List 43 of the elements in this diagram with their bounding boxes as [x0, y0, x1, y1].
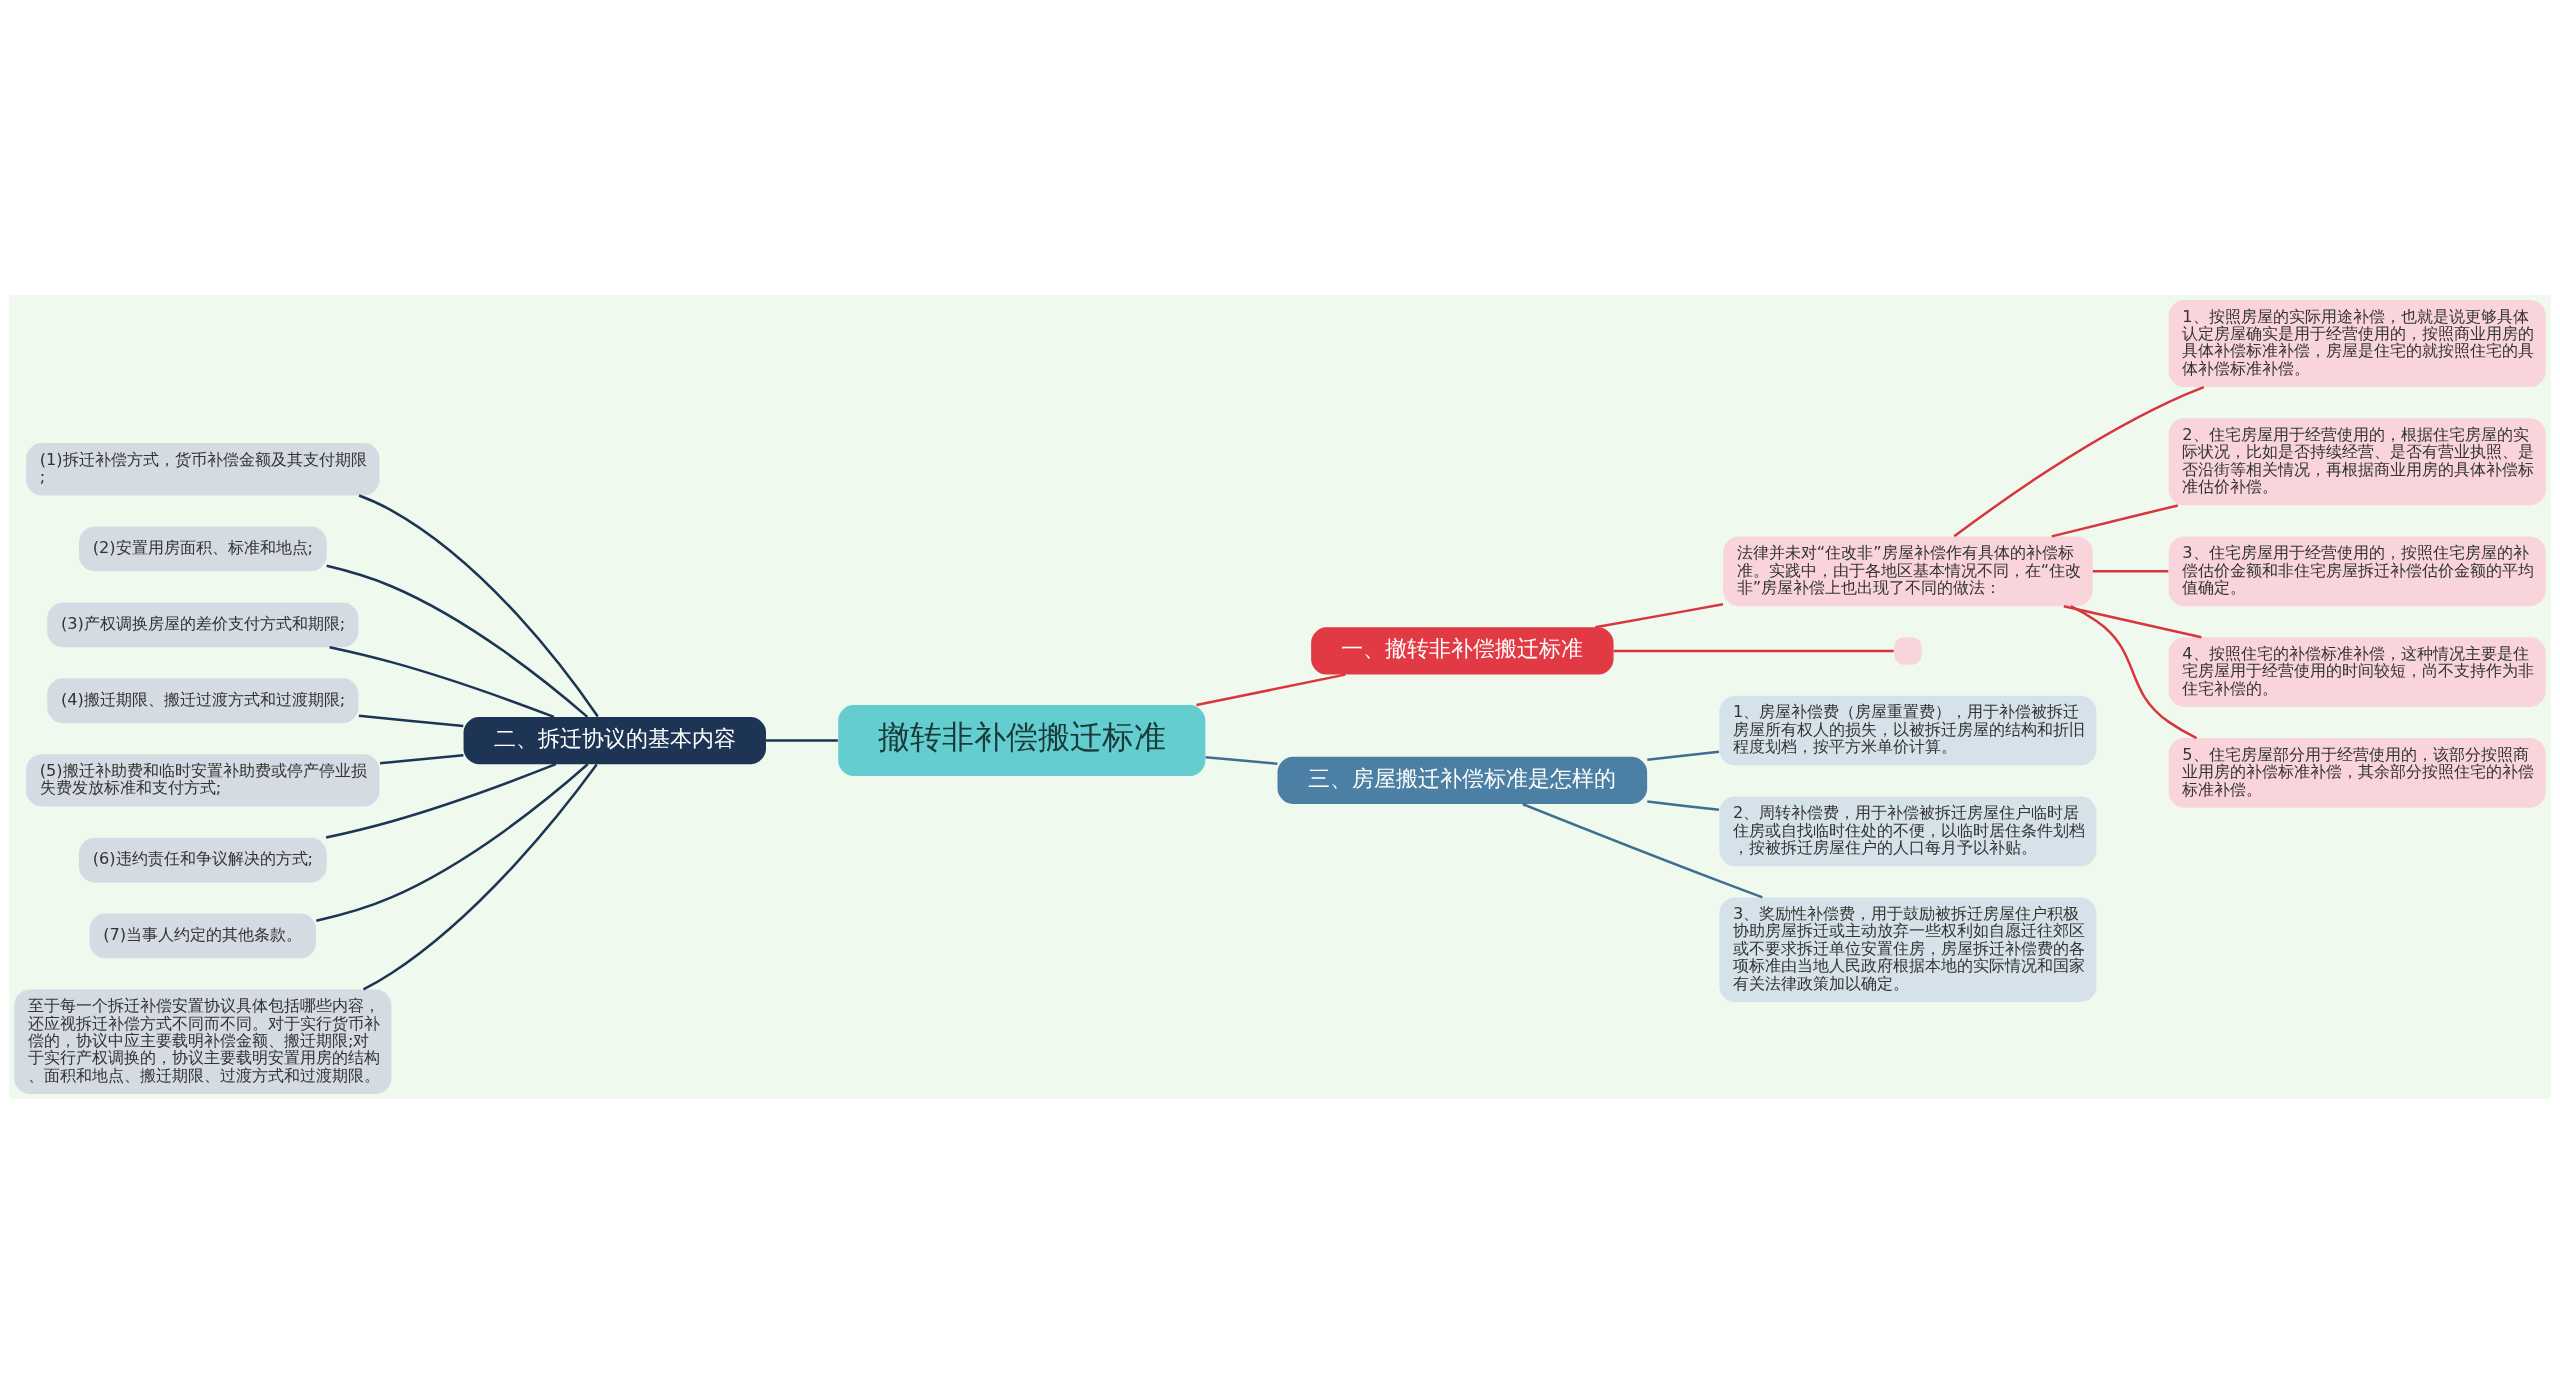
- node-box: (1)拆迁补偿方式，货币补偿金额及其支付期限;: [26, 443, 380, 496]
- node-box: 二、拆迁协议的基本内容: [463, 716, 766, 765]
- connector: [1953, 385, 2205, 538]
- connector: [1196, 673, 1346, 707]
- connector: [326, 564, 589, 718]
- node-box: [1894, 637, 1922, 665]
- node-box: 2、周转补偿费，用于补偿被拆迁房屋住户临时居住房或自找临时住处的不便，以临时居住条件划档，按被拆迁房屋住户的人口每月予以补贴。: [1719, 796, 2097, 867]
- node-box: 2、住宅房屋用于经营使用的，根据住宅房屋的实际状况，比如是否持续经营、是否有营业执照、是否沿街等相关情况，再根据商业用房的具体补偿标准估价补偿。: [2168, 418, 2546, 506]
- node-box: 4、按照住宅的补偿标准补偿，这种情况主要是住宅房屋用于经营使用的时间较短，尚不支持作为非住宅补偿的。: [2168, 637, 2546, 707]
- connector: [1647, 750, 1720, 761]
- node-box: 3、住宅房屋用于经营使用的，按照住宅房屋的补偿估价金额和非住宅房屋拆迁补偿估价金额的平均值确定。: [2168, 536, 2546, 607]
- connector: [358, 494, 599, 718]
- connector: [2063, 605, 2202, 639]
- connector: [1595, 603, 1724, 629]
- node-box: 一、撤转非补偿搬迁标准: [1311, 627, 1614, 675]
- node-box: (5)搬迁补助费和临时安置补助费或停产停业损失费发放标准和支付方式;: [26, 754, 380, 807]
- node-box: 3、奖励性补偿费，用于鼓励被拆迁房屋住户积极协助房屋拆迁或主动放弃一些权利如自愿迁往郊区或不要求拆迁单位安置住房，房屋拆迁补偿费的各项标准由当地人民政府根据本地的实际情况和国家有关法律政策加以确定。: [1719, 897, 2097, 1002]
- connector: [1613, 649, 1894, 653]
- connector: [1522, 803, 1763, 899]
- connector: [316, 763, 589, 922]
- node-box: 三、房屋搬迁补偿标准是怎样的: [1277, 756, 1648, 805]
- node-box: 法律并未对“住改非”房屋补偿作有具体的补偿标准。实践中，由于各地区基本情况不同，在“住改非”房屋补偿上也出现了不同的做法：: [1723, 536, 2093, 607]
- connector: [766, 739, 838, 742]
- connector: [325, 763, 557, 839]
- connector: [362, 763, 598, 991]
- connector: [1647, 800, 1720, 812]
- node-box: 1、按照房屋的实际用途补偿，也就是说更够具体认定房屋确实是用于经营使用的，按照商业用房的具体补偿标准补偿，房屋是住宅的就按照住宅的具体补偿标准补偿。: [2168, 300, 2546, 388]
- node-box: (4)搬迁期限、搬迁过渡方式和过渡期限;: [47, 678, 359, 724]
- node-box: (2)安置用房面积、标准和地点;: [79, 526, 327, 572]
- connector: [1205, 755, 1278, 765]
- connector: [358, 714, 464, 728]
- node-box: 5、住宅房屋部分用于经营使用的，该部分按照商业用房的补偿标准补偿，其余部分按照住宅的补偿标准补偿。: [2168, 738, 2546, 808]
- node-box: 1、房屋补偿费（房屋重置费），用于补偿被拆迁房屋所有权人的损失，以被拆迁房屋的结构和折旧程度划档，按平方米单价计算。: [1719, 695, 2097, 766]
- connector: [379, 753, 464, 765]
- connector: [2092, 570, 2169, 573]
- node-box: (7)当事人约定的其他条款。: [89, 913, 317, 959]
- node-box: 撤转非补偿搬迁标准: [838, 705, 1206, 777]
- node-box: 至于每一个拆迁补偿安置协议具体包括哪些内容，还应视拆迁补偿方式不同而不同。对于实行货币补偿的，协议中应主要载明补偿金额、搬迁期限;对于实行产权调换的，协议主要载明安置用房的结构、面积和地点、搬迁期限、过渡方式和过渡期限。: [14, 989, 392, 1094]
- node-box: (3)产权调换房屋的差价支付方式和期限;: [47, 602, 359, 648]
- connector: [2070, 605, 2198, 740]
- connector: [2051, 504, 2179, 538]
- connector: [329, 646, 555, 719]
- node-box: (6)违约责任和争议解决的方式;: [79, 837, 327, 883]
